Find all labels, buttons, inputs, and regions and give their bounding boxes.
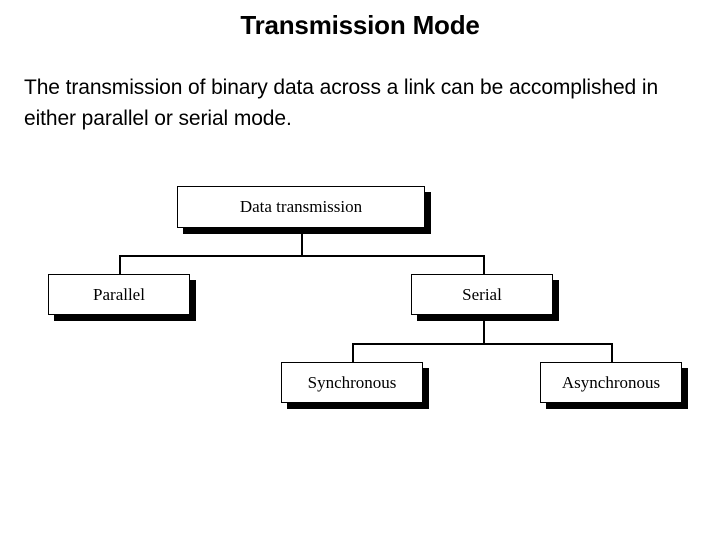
edge-serial-stem [483,315,485,344]
node-label-parallel: Parallel [93,284,145,304]
node-parallel[interactable]: Parallel [48,274,190,315]
node-serial[interactable]: Serial [411,274,553,315]
node-synchronous[interactable]: Synchronous [281,362,423,403]
node-label-synchronous: Synchronous [307,372,397,392]
node-label-asynchronous: Asynchronous [561,372,661,392]
node-label-serial: Serial [462,284,502,304]
page-title: Transmission Mode [240,10,480,40]
edge-to-synchronous [352,343,354,363]
edge-level1-bus [119,255,485,257]
edge-level2-bus [352,343,613,345]
edge-to-parallel [119,255,121,275]
edge-data-transmission-stem [301,228,303,257]
edge-to-asynchronous [611,343,613,363]
node-label-data-transmission: Data transmission [239,197,363,216]
body-paragraph: The transmission of binary data across a… [24,76,659,130]
node-data-transmission[interactable]: Data transmission [177,186,425,228]
node-asynchronous[interactable]: Asynchronous [540,362,682,403]
edge-to-serial [483,255,485,275]
